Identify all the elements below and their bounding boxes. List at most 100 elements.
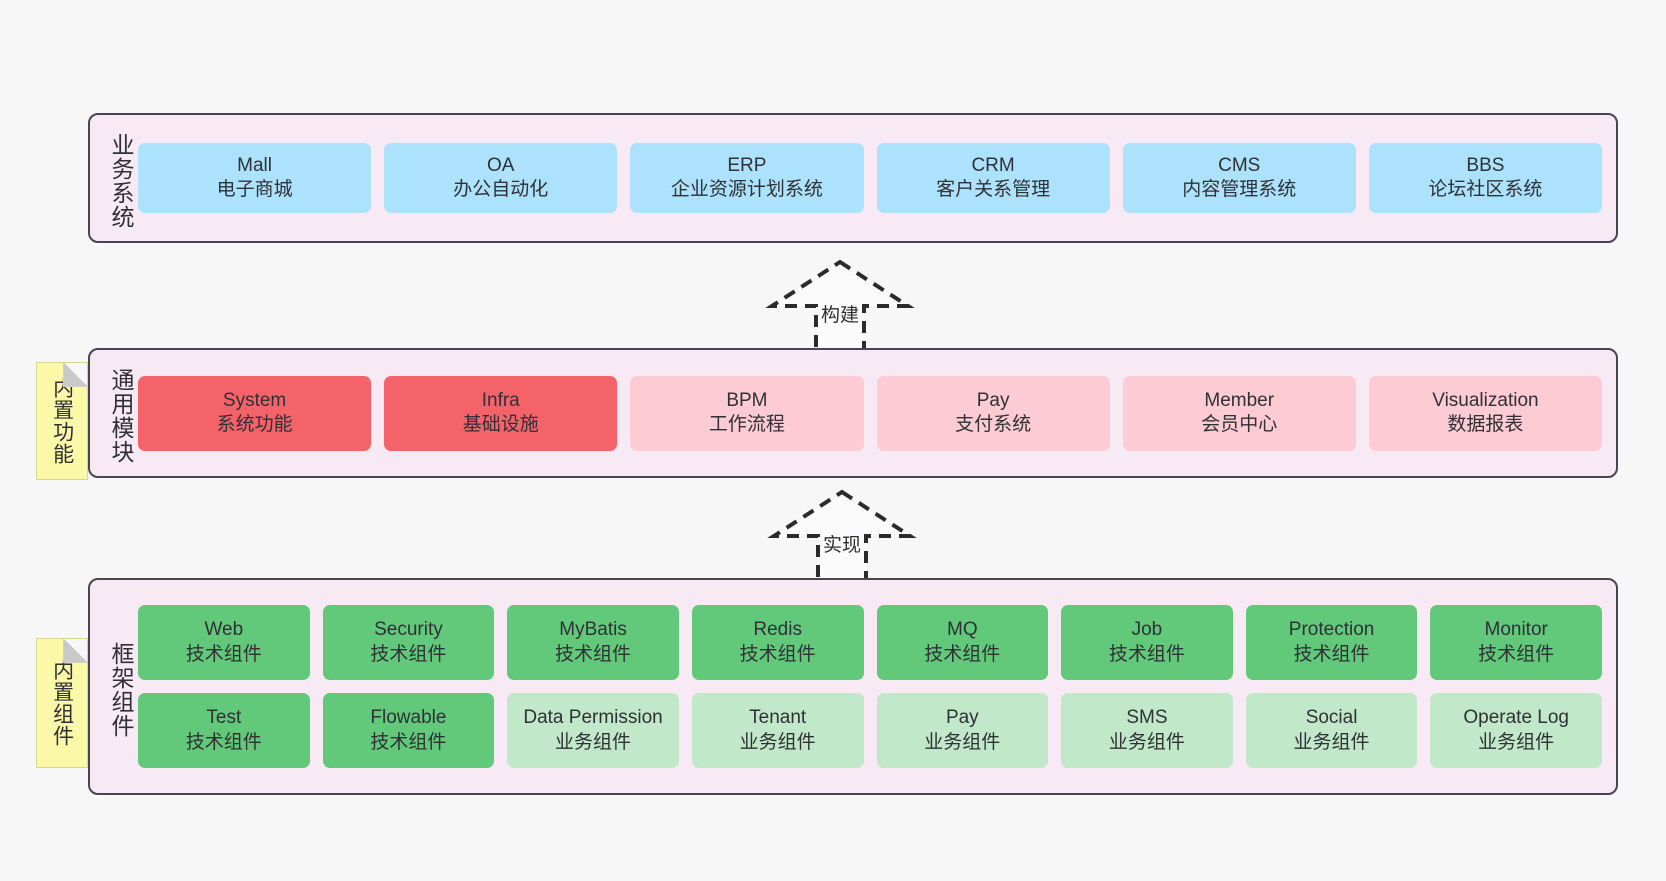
card-title: BBS xyxy=(1466,154,1505,176)
note-builtin-component-label: 内置组件 xyxy=(50,659,74,747)
card-subtitle: 企业资源计划系统 xyxy=(670,179,823,200)
layer-body-common: System 系统功能 Infra 基础设施 BPM 工作流程 Pay 支付系统… xyxy=(134,350,1616,476)
card-job[interactable]: Job 技术组件 xyxy=(1061,605,1233,680)
card-title: Pay xyxy=(976,389,1010,411)
layer-body-business: Mall 电子商城 OA 办公自动化 ERP 企业资源计划系统 CRM 客户关系… xyxy=(134,115,1616,241)
card-system[interactable]: System 系统功能 xyxy=(138,375,372,451)
card-subtitle: 支付系统 xyxy=(955,414,1032,435)
card-subtitle: 内容管理系统 xyxy=(1182,179,1297,200)
card-sms[interactable]: SMS 业务组件 xyxy=(1061,693,1233,768)
card-subtitle: 技术组件 xyxy=(1478,643,1555,665)
card-tenant[interactable]: Tenant 业务组件 xyxy=(691,693,864,768)
card-subtitle: 电子商城 xyxy=(216,179,293,200)
connector-realize-label: 实现 xyxy=(822,535,861,556)
card-monitor[interactable]: Monitor 技术组件 xyxy=(1430,605,1602,680)
connector-build-label: 构建 xyxy=(820,305,859,326)
card-pay-component[interactable]: Pay 业务组件 xyxy=(876,693,1049,768)
card-social[interactable]: Social 业务组件 xyxy=(1245,693,1418,768)
card-title: Mall xyxy=(237,154,272,176)
card-title: Monitor xyxy=(1484,619,1548,641)
connector-build-shape xyxy=(765,259,915,352)
card-flowable[interactable]: Flowable 技术组件 xyxy=(322,693,495,768)
card-row: System 系统功能 Infra 基础设施 BPM 工作流程 Pay 支付系统… xyxy=(138,375,1602,451)
card-subtitle: 工作流程 xyxy=(708,414,785,435)
card-title: CMS xyxy=(1218,154,1261,176)
card-title: ERP xyxy=(727,154,767,176)
card-security[interactable]: Security 技术组件 xyxy=(322,605,495,680)
card-infra[interactable]: Infra 基础设施 xyxy=(384,375,618,451)
card-web[interactable]: Web 技术组件 xyxy=(138,605,310,680)
card-subtitle: 技术组件 xyxy=(185,643,262,665)
card-title: Security xyxy=(374,619,443,641)
card-erp[interactable]: ERP 企业资源计划系统 xyxy=(630,143,864,213)
card-subtitle: 客户关系管理 xyxy=(936,179,1051,200)
card-title: Job xyxy=(1131,619,1163,641)
card-row: Test 技术组件 Flowable 技术组件 Data Permission … xyxy=(138,693,1602,768)
card-title: Flowable xyxy=(370,707,447,729)
card-title: Pay xyxy=(945,707,979,729)
card-visualization[interactable]: Visualization 数据报表 xyxy=(1368,375,1602,451)
card-subtitle: 技术组件 xyxy=(739,643,816,665)
layer-common-modules: 通用模块 System 系统功能 Infra 基础设施 BPM 工作流程 Pay… xyxy=(88,348,1618,478)
card-title: Tenant xyxy=(749,707,807,729)
layer-framework-components: 框架组件 Web 技术组件 Security 技术组件 MyBatis 技术组件… xyxy=(88,578,1618,795)
card-operate-log[interactable]: Operate Log 业务组件 xyxy=(1430,693,1602,768)
card-subtitle: 系统功能 xyxy=(216,414,293,435)
card-member[interactable]: Member 会员中心 xyxy=(1122,375,1356,451)
card-title: Data Permission xyxy=(523,707,663,729)
card-pay-module[interactable]: Pay 支付系统 xyxy=(876,375,1110,451)
card-subtitle: 技术组件 xyxy=(924,643,1001,665)
card-title: System xyxy=(222,389,287,411)
card-title: Protection xyxy=(1288,619,1375,641)
card-title: Visualization xyxy=(1432,389,1539,411)
layer-title-common: 通用模块 xyxy=(108,368,134,464)
note-builtin-function: 内置功能 xyxy=(36,362,88,480)
card-row: Mall 电子商城 OA 办公自动化 ERP 企业资源计划系统 CRM 客户关系… xyxy=(138,143,1602,213)
card-subtitle: 技术组件 xyxy=(185,731,262,753)
card-title: Social xyxy=(1305,707,1358,729)
card-subtitle: 业务组件 xyxy=(1293,731,1370,753)
card-subtitle: 业务组件 xyxy=(739,731,816,753)
card-data-permission[interactable]: Data Permission 业务组件 xyxy=(507,693,679,768)
layer-business-systems: 业务系统 Mall 电子商城 OA 办公自动化 ERP 企业资源计划系统 CRM… xyxy=(88,113,1618,243)
card-subtitle: 会员中心 xyxy=(1201,414,1278,435)
card-title: Operate Log xyxy=(1463,707,1569,729)
card-protection[interactable]: Protection 技术组件 xyxy=(1245,605,1418,680)
card-title: OA xyxy=(487,154,515,176)
card-title: Redis xyxy=(753,619,802,641)
card-subtitle: 业务组件 xyxy=(1108,731,1185,753)
note-builtin-function-label: 内置功能 xyxy=(50,377,74,465)
card-subtitle: 技术组件 xyxy=(555,643,632,665)
connector-realize: 实现 xyxy=(762,488,922,583)
card-row: Web 技术组件 Security 技术组件 MyBatis 技术组件 Redi… xyxy=(138,605,1602,680)
card-mybatis[interactable]: MyBatis 技术组件 xyxy=(507,605,679,680)
note-builtin-component: 内置组件 xyxy=(36,638,88,768)
card-cms[interactable]: CMS 内容管理系统 xyxy=(1122,143,1356,213)
card-subtitle: 办公自动化 xyxy=(453,179,549,200)
card-title: SMS xyxy=(1126,707,1168,729)
card-bpm[interactable]: BPM 工作流程 xyxy=(630,375,864,451)
layer-title-business: 业务系统 xyxy=(108,133,134,229)
card-subtitle: 基础设施 xyxy=(462,414,539,435)
card-title: Test xyxy=(206,707,242,729)
connector-build: 构建 xyxy=(760,258,920,353)
layer-title-framework: 框架组件 xyxy=(108,641,134,738)
card-subtitle: 数据报表 xyxy=(1447,414,1524,435)
card-bbs[interactable]: BBS 论坛社区系统 xyxy=(1368,143,1602,213)
card-subtitle: 业务组件 xyxy=(924,731,1001,753)
card-subtitle: 技术组件 xyxy=(370,643,447,665)
card-crm[interactable]: CRM 客户关系管理 xyxy=(876,143,1110,213)
card-subtitle: 技术组件 xyxy=(1108,643,1185,665)
card-title: Web xyxy=(204,619,244,641)
connector-realize-shape xyxy=(767,489,917,582)
card-oa[interactable]: OA 办公自动化 xyxy=(384,143,618,213)
card-redis[interactable]: Redis 技术组件 xyxy=(691,605,864,680)
card-mall[interactable]: Mall 电子商城 xyxy=(138,143,372,213)
card-subtitle: 论坛社区系统 xyxy=(1428,179,1543,200)
card-subtitle: 业务组件 xyxy=(555,731,632,753)
card-title: Member xyxy=(1204,389,1275,411)
card-test[interactable]: Test 技术组件 xyxy=(138,693,310,768)
card-subtitle: 技术组件 xyxy=(370,731,447,753)
card-mq[interactable]: MQ 技术组件 xyxy=(876,605,1049,680)
